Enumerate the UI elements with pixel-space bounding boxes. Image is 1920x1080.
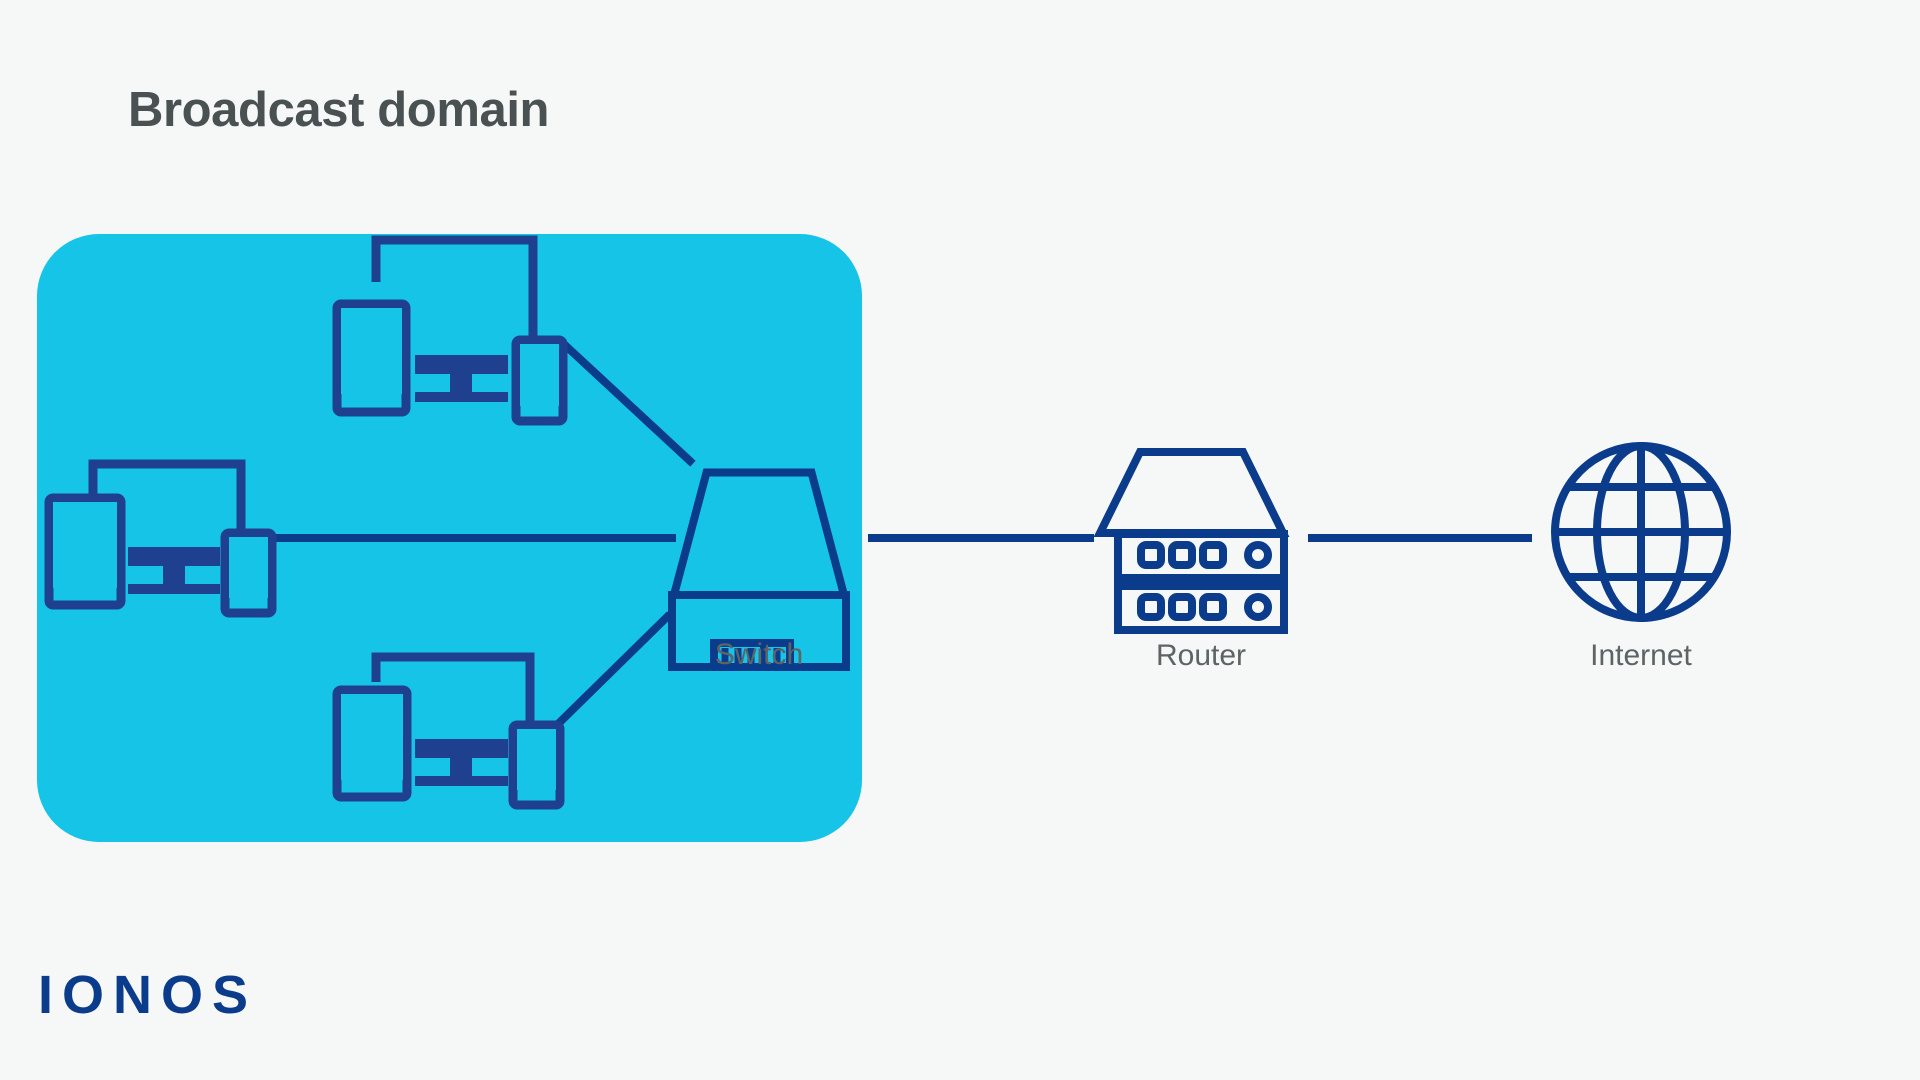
device-cluster-bottom[interactable]	[332, 652, 565, 810]
tablet-icon	[332, 685, 412, 802]
connection-lines	[264, 340, 1532, 731]
internet-label: Internet	[1590, 639, 1692, 672]
desktop-monitor-icon	[128, 547, 220, 594]
router-icon	[1093, 448, 1290, 634]
cluster-bracket-icon	[88, 459, 246, 530]
cluster-bracket-icon	[371, 652, 535, 727]
internet-node[interactable]: Internet	[1551, 442, 1731, 672]
ionos-logo: IONOS	[38, 965, 258, 1025]
switch-label: Switch	[715, 638, 803, 671]
router-label: Router	[1156, 639, 1246, 672]
router-node[interactable]: Router	[1093, 448, 1290, 672]
device-cluster-left[interactable]	[44, 459, 277, 618]
tablet-icon	[44, 493, 126, 610]
device-cluster-top[interactable]	[332, 235, 568, 426]
globe-icon	[1551, 442, 1731, 622]
tablet-icon	[332, 299, 411, 417]
smartphone-icon	[511, 335, 568, 426]
cluster-bracket-icon	[371, 235, 538, 344]
smartphone-icon	[508, 720, 565, 810]
desktop-monitor-icon	[415, 739, 508, 786]
connection-bottom-cluster-to-switch	[551, 611, 673, 731]
desktop-monitor-icon	[415, 355, 508, 402]
smartphone-icon	[220, 528, 277, 618]
switch-icon	[668, 468, 850, 671]
switch-node[interactable]: Switch	[668, 468, 850, 671]
connection-top-cluster-to-switch	[560, 340, 696, 467]
page-title: Broadcast domain	[128, 83, 550, 137]
